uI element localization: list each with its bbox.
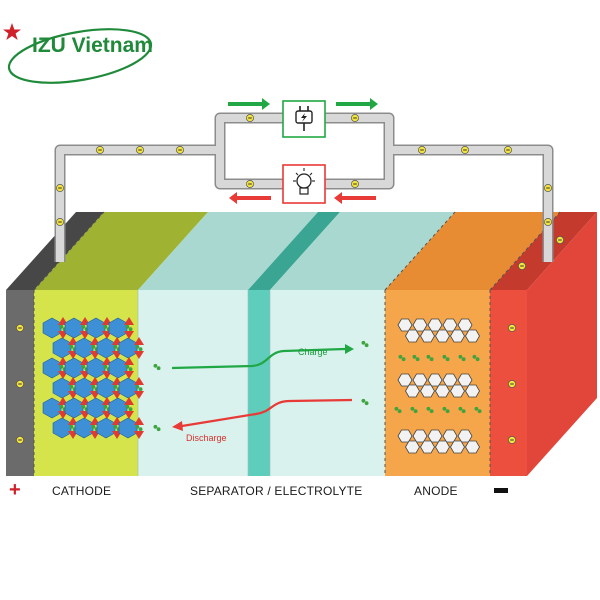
discharge-label: Discharge — [186, 433, 227, 443]
negative-terminal-sign — [494, 488, 508, 493]
electrolyte-left — [138, 290, 248, 476]
light-bulb-icon — [282, 164, 326, 204]
anode-label: ANODE — [414, 484, 458, 498]
star-icon — [3, 23, 21, 40]
discharge-flow-arrows — [229, 192, 376, 204]
electrolyte-right — [270, 290, 385, 476]
logo — [3, 23, 153, 84]
electrolyte-top-left — [138, 212, 318, 290]
electrolyte-top-right — [270, 212, 455, 290]
discharge-arrow — [172, 398, 353, 431]
logo-swoosh — [7, 28, 153, 84]
charge-flow-arrows — [228, 98, 378, 110]
logo-text: IZU Vietnam — [32, 34, 153, 57]
separator-electrolyte-label: SEPARATOR / ELECTROLYTE — [190, 484, 363, 498]
cathode-label: CATHODE — [52, 484, 112, 498]
cathode-top — [34, 212, 208, 290]
positive-terminal-sign: + — [9, 479, 21, 501]
anode-top — [385, 212, 560, 290]
charge-arrow — [171, 344, 354, 370]
cathode-crystal-lattice — [42, 317, 144, 439]
collector-negative-side — [527, 212, 597, 476]
anode-graphite-layers — [397, 318, 480, 454]
separator-top — [248, 212, 340, 290]
plug-icon — [282, 100, 326, 138]
layer-boundaries — [33, 211, 561, 476]
charge-label: Charge — [298, 347, 328, 357]
separator — [248, 290, 270, 476]
